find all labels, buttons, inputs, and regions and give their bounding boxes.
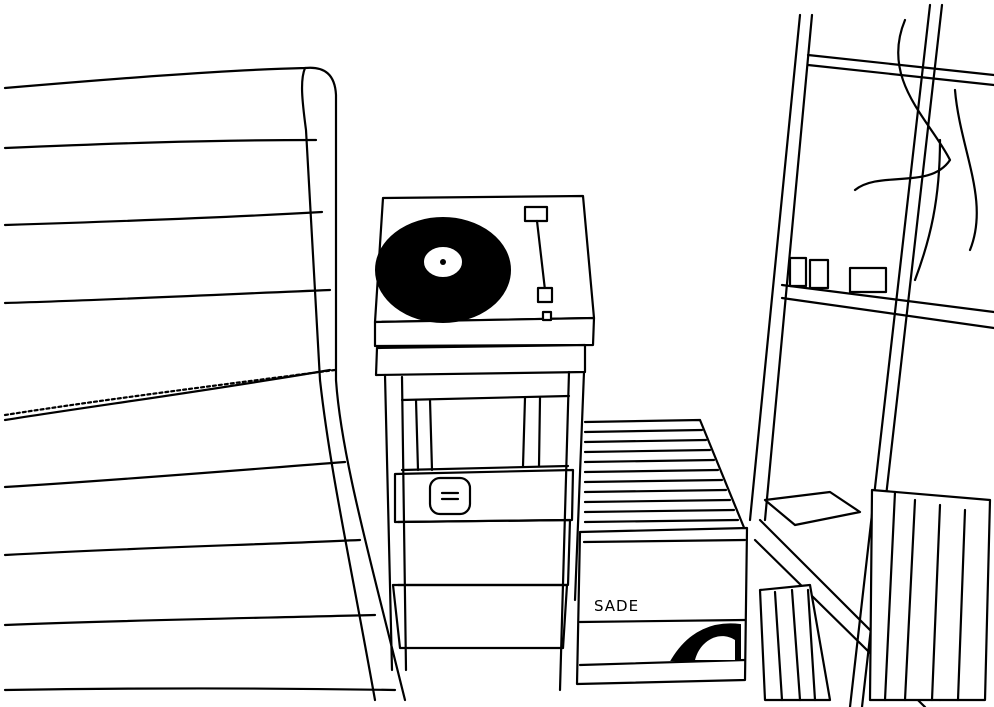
shelving-unit [748,3,994,707]
record-crate: SADE [575,418,749,686]
tonearm [535,219,547,292]
box [848,266,888,294]
striped-armchair [3,66,407,702]
jar [808,258,830,290]
ashtray [428,476,472,516]
record-player-stand [374,343,587,692]
jar [788,256,808,288]
hanging-plant [853,18,978,282]
album-title: SADE [594,597,639,615]
tonearm-base [523,205,549,223]
turntable [373,194,596,348]
stacked-box [763,490,862,527]
